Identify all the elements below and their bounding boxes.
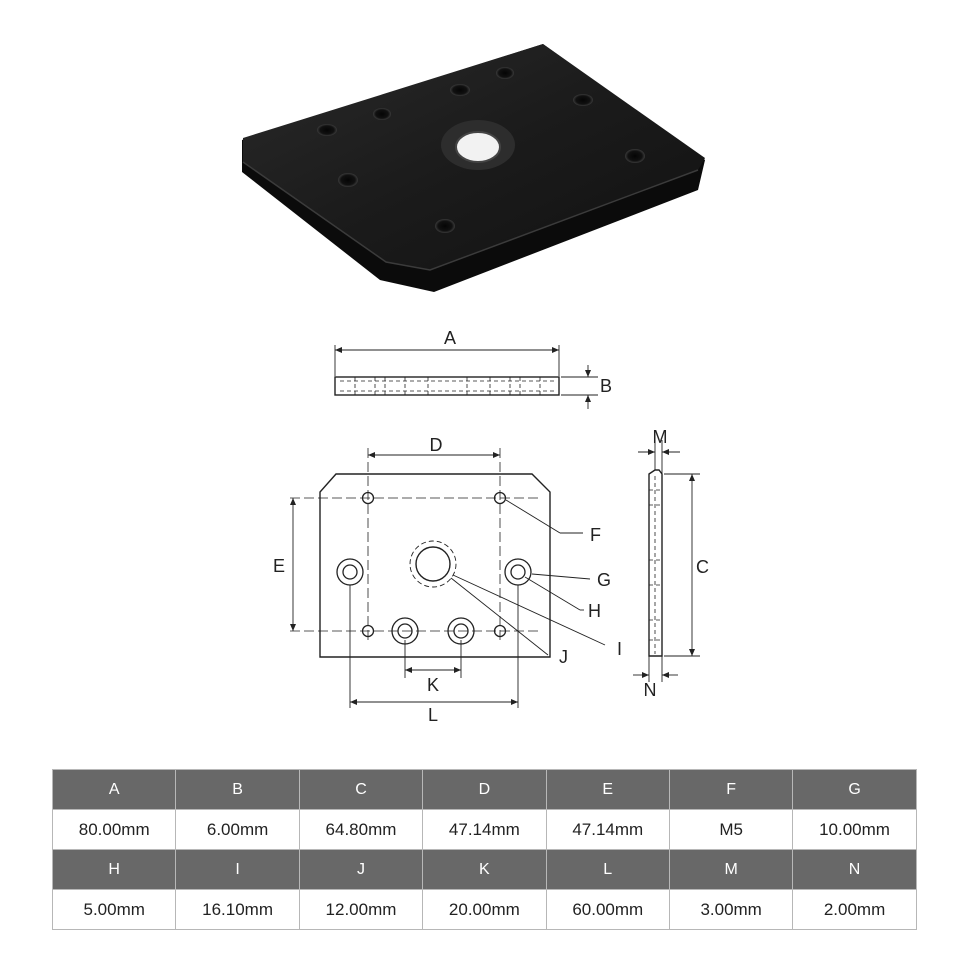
- header-cell: F: [668, 769, 794, 810]
- value-cell: 6.00mm: [175, 809, 300, 850]
- label-f: F: [590, 525, 601, 545]
- label-l: L: [428, 705, 438, 725]
- value-cell: 2.00mm: [792, 889, 917, 930]
- header-cell: J: [298, 849, 424, 890]
- value-cell: 80.00mm: [51, 809, 177, 850]
- header-cell: I: [175, 849, 300, 890]
- plan-view: [290, 448, 606, 708]
- header-cell: H: [51, 849, 177, 890]
- value-cell: 3.00mm: [668, 889, 794, 930]
- label-i: I: [617, 639, 622, 659]
- header-cell: D: [422, 769, 547, 810]
- value-cell: 20.00mm: [422, 889, 547, 930]
- value-cell: M5: [668, 809, 794, 850]
- header-cell: E: [545, 769, 670, 810]
- side-view-right: [633, 440, 700, 682]
- value-cell: 12.00mm: [298, 889, 424, 930]
- value-cell: 5.00mm: [51, 889, 177, 930]
- value-cell: 47.14mm: [545, 809, 670, 850]
- header-cell: M: [668, 849, 794, 890]
- label-g: G: [597, 570, 611, 590]
- header-cell: G: [792, 769, 917, 810]
- plate-photo: [242, 44, 705, 292]
- value-cell: 60.00mm: [545, 889, 670, 930]
- header-cell: A: [51, 769, 177, 810]
- spec-header-row: A B C D E F G: [51, 769, 917, 810]
- label-m: M: [653, 427, 668, 447]
- spec-header-row: H I J K L M N: [51, 849, 917, 890]
- label-c: C: [696, 557, 709, 577]
- header-cell: L: [545, 849, 670, 890]
- value-cell: 47.14mm: [422, 809, 547, 850]
- label-n: N: [644, 680, 657, 700]
- label-k: K: [427, 675, 439, 695]
- spec-value-row: 80.00mm 6.00mm 64.80mm 47.14mm 47.14mm M…: [51, 809, 917, 850]
- label-e: E: [273, 556, 285, 576]
- value-cell: 16.10mm: [175, 889, 300, 930]
- spec-value-row: 5.00mm 16.10mm 12.00mm 20.00mm 60.00mm 3…: [51, 889, 917, 930]
- header-cell: K: [422, 849, 547, 890]
- header-cell: N: [792, 849, 917, 890]
- header-cell: C: [298, 769, 424, 810]
- spec-table-bottom: H I J K L M N 5.00mm 16.10mm 12.00mm 20.…: [51, 849, 917, 930]
- spec-table-top: A B C D E F G 80.00mm 6.00mm 64.80mm 47.…: [51, 769, 917, 850]
- value-cell: 64.80mm: [298, 809, 424, 850]
- label-b: B: [600, 376, 612, 396]
- header-cell: B: [175, 769, 300, 810]
- technical-drawing: A B D E F G H I J K L C M N: [273, 328, 709, 725]
- label-a: A: [444, 328, 456, 348]
- label-h: H: [588, 601, 601, 621]
- side-view-top: [334, 345, 598, 409]
- label-d: D: [430, 435, 443, 455]
- value-cell: 10.00mm: [792, 809, 917, 850]
- product-photo: [242, 44, 705, 292]
- label-j: J: [559, 647, 568, 667]
